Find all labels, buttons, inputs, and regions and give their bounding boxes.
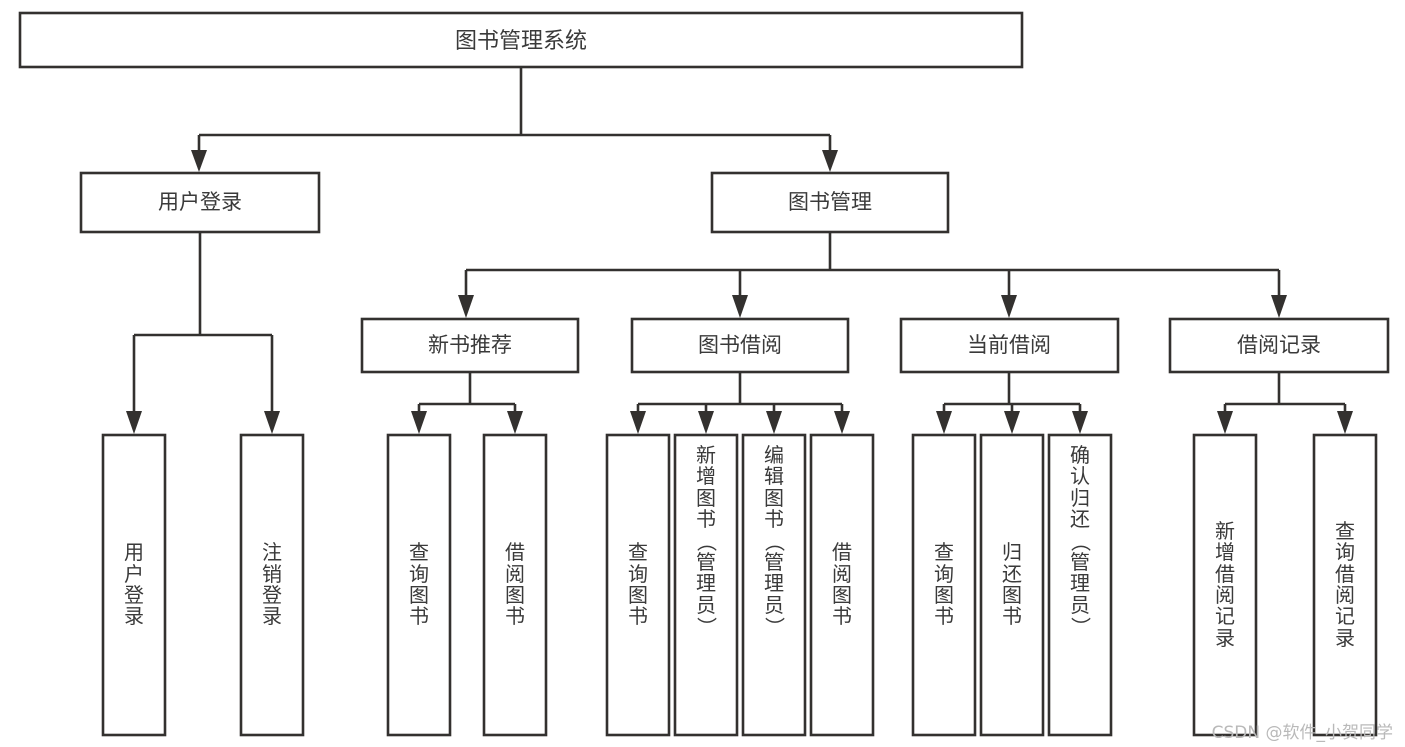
node-leaf-return-book-box[interactable]: [979, 433, 1045, 737]
arrowhead-current-borrow: [1001, 295, 1017, 318]
node-leaf-query-book-1-box[interactable]: [386, 433, 452, 737]
node-borrow-record-label: 借阅记录: [1237, 333, 1321, 357]
node-new-book-recommend[interactable]: 新书推荐: [360, 317, 580, 374]
node-leaf-add-book-box[interactable]: [673, 433, 739, 737]
arrowhead-leaf-confirm-return: [1072, 411, 1088, 434]
node-book-manage[interactable]: 图书管理: [710, 171, 950, 234]
node-new-book-recommend-label: 新书推荐: [428, 333, 512, 357]
node-borrow-record-box[interactable]: [1168, 317, 1390, 374]
arrowhead-borrow-record: [1271, 295, 1287, 318]
node-user-login-label: 用户登录: [158, 190, 242, 214]
node-leaf-query-record-box[interactable]: [1312, 433, 1378, 737]
arrowhead-leaf-return-book: [1004, 411, 1020, 434]
arrowhead-leaf-query-book-3: [936, 411, 952, 434]
arrowhead-new-book: [458, 295, 474, 318]
arrowhead-leaf-query-book-1: [411, 411, 427, 434]
node-book-borrow[interactable]: 图书借阅: [630, 317, 850, 374]
node-leaf-add-record-box[interactable]: [1192, 433, 1258, 737]
node-book-manage-box[interactable]: [710, 171, 950, 234]
node-leaf-confirm-return-box[interactable]: [1047, 433, 1113, 737]
node-leaf-query-book-3-box[interactable]: [911, 433, 977, 737]
arrowhead-leaf-query-book-2: [630, 411, 646, 434]
arrowhead-leaf-add-record: [1217, 411, 1233, 434]
arrowhead-leaf-user-login: [126, 411, 142, 434]
arrowhead-leaf-query-record: [1337, 411, 1353, 434]
arrowhead-leaf-borrow-book-2: [834, 411, 850, 434]
node-leaf-borrow-book-1-box[interactable]: [482, 433, 548, 737]
arrowhead-book-manage: [822, 150, 838, 172]
node-book-borrow-box[interactable]: [630, 317, 850, 374]
arrowhead-book-borrow: [732, 295, 748, 318]
arrowhead-leaf-add-book: [698, 411, 714, 434]
node-leaf-borrow-book-2-box[interactable]: [809, 433, 875, 737]
node-borrow-record[interactable]: 借阅记录: [1168, 317, 1390, 374]
arrowhead-leaf-borrow-book-1: [507, 411, 523, 434]
node-root-label: 图书管理系统: [455, 29, 587, 54]
node-book-borrow-label: 图书借阅: [698, 333, 782, 357]
node-leaf-user-login-box[interactable]: [101, 433, 167, 737]
node-book-manage-label: 图书管理: [788, 190, 872, 214]
arrowhead-leaf-edit-book: [766, 411, 782, 434]
node-leaf-query-book-2-box[interactable]: [605, 433, 671, 737]
node-current-borrow-label: 当前借阅: [967, 333, 1051, 357]
arrowhead-leaf-logout: [264, 411, 280, 434]
node-root-box[interactable]: [18, 11, 1024, 69]
arrowhead-user-login: [191, 150, 207, 172]
node-current-borrow-box[interactable]: [899, 317, 1120, 374]
node-user-login[interactable]: 用户登录: [79, 171, 321, 234]
node-current-borrow[interactable]: 当前借阅: [899, 317, 1120, 374]
node-new-book-recommend-box[interactable]: [360, 317, 580, 374]
node-leaf-logout-login-box[interactable]: [239, 433, 305, 737]
node-root[interactable]: 图书管理系统: [18, 11, 1024, 69]
node-leaf-edit-book-box[interactable]: [741, 433, 807, 737]
